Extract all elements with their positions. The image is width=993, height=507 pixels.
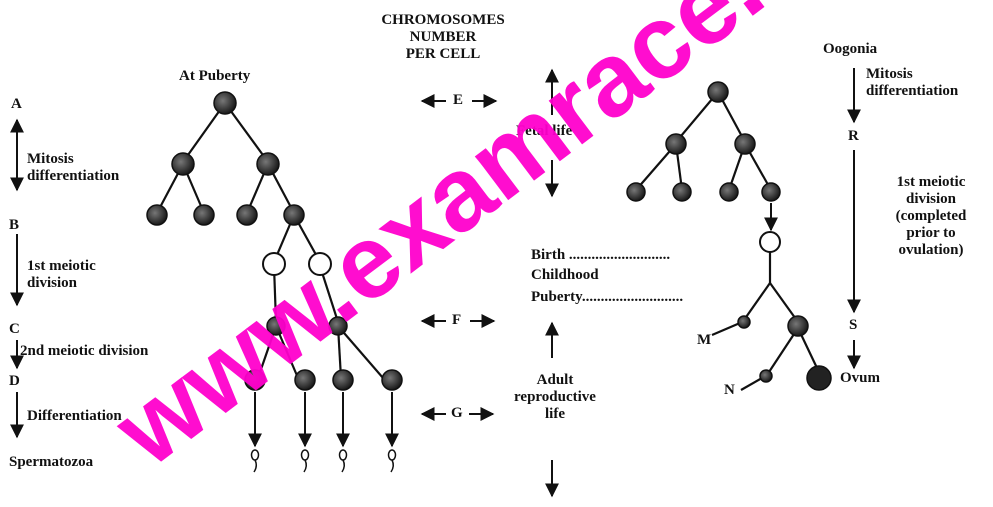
marker-f: F — [452, 312, 461, 329]
stage-label-a: A — [11, 96, 22, 113]
male-development-arrows — [255, 392, 392, 446]
male-title: At Puberty — [179, 68, 250, 85]
spermatid-precursor-cell — [267, 317, 285, 335]
spermatid-cell — [382, 370, 402, 390]
secondary-oocyte-cell — [788, 316, 808, 336]
oogonium-cell — [720, 183, 738, 201]
primary-oocyte-cell — [760, 232, 780, 252]
sperm-icon — [252, 450, 259, 472]
male-mitosis-label: Mitosis differentiation — [27, 151, 119, 185]
secondary-spermatocyte-cell — [309, 253, 331, 275]
male-meiosis1-label: 1st meiotic division — [27, 258, 96, 292]
female-cells — [627, 82, 831, 390]
spermatogonium-cell — [284, 205, 304, 225]
label-n: N — [724, 382, 735, 399]
spermatogonium-cell — [172, 153, 194, 175]
spermatogonium-cell — [214, 92, 236, 114]
spermatogonium-cell — [257, 153, 279, 175]
female-lineage-lines — [636, 92, 817, 390]
oogonium-cell — [708, 82, 728, 102]
childhood-label: Childhood — [531, 267, 599, 284]
spermatozoa-label: Spermatozoa — [9, 454, 93, 471]
marker-e: E — [453, 92, 463, 109]
oogonium-cell — [762, 183, 780, 201]
spermatogonium-cell — [147, 205, 167, 225]
secondary-spermatocyte-cell — [263, 253, 285, 275]
male-cells — [147, 92, 402, 390]
ovum-label: Ovum — [840, 370, 880, 387]
spermatogonium-cell — [194, 205, 214, 225]
female-meiosis-label: 1st meiotic division (completed prior to… — [872, 174, 990, 259]
oogonium-cell — [673, 183, 691, 201]
spermatid-cell — [333, 370, 353, 390]
stage-label-c: C — [9, 321, 20, 338]
spermatozoa-icons — [252, 450, 396, 472]
stage-label-r: R — [848, 128, 859, 145]
stage-label-d: D — [9, 373, 20, 390]
chromosome-number-heading: CHROMOSOMES NUMBER PER CELL — [363, 12, 523, 63]
sperm-icon — [340, 450, 347, 472]
stage-label-s: S — [849, 317, 857, 334]
polar-body-m — [738, 316, 750, 328]
spermatid-cell — [245, 370, 265, 390]
male-lineage-lines — [157, 103, 383, 378]
fetal-life-label: Fetal life — [516, 123, 572, 140]
puberty-label: Puberty........................... — [531, 289, 683, 306]
sperm-icon — [389, 450, 396, 472]
adult-reproductive-life-label: Adult reproductive life — [500, 372, 610, 423]
birth-label: Birth ........................... — [531, 247, 670, 264]
stage-label-b: B — [9, 217, 19, 234]
male-differentiation-label: Differentiation — [27, 408, 122, 425]
polar-body-n — [760, 370, 772, 382]
marker-g: G — [451, 405, 463, 422]
spermatid-precursor-cell — [329, 317, 347, 335]
oogonium-cell — [666, 134, 686, 154]
oogonium-cell — [627, 183, 645, 201]
male-meiosis2-label: 2nd meiotic division — [20, 343, 148, 360]
spermatogonium-cell — [237, 205, 257, 225]
ovum-cell — [807, 366, 831, 390]
label-m: M — [697, 332, 711, 349]
female-title: Oogonia — [823, 41, 877, 58]
oogonium-cell — [735, 134, 755, 154]
female-mitosis-label: Mitosis differentiation — [866, 66, 958, 100]
sperm-icon — [302, 450, 309, 472]
spermatid-cell — [295, 370, 315, 390]
